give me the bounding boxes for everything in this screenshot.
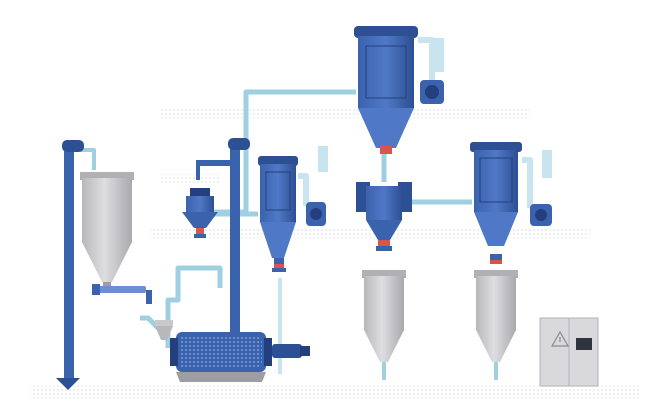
dust-collector-left [258, 156, 298, 272]
feed-silo [80, 172, 134, 290]
screw-conveyor [92, 284, 152, 304]
ball-mill [170, 332, 310, 382]
pipe-right-collector-outlet [522, 157, 533, 208]
hmi-screen [576, 338, 592, 350]
dust-collector-right [470, 142, 522, 264]
platform-bands [30, 108, 640, 398]
dust-collector-top [354, 26, 418, 154]
product-silo-center [362, 270, 406, 362]
cyclone-center [356, 182, 412, 251]
pipe-network [80, 37, 533, 380]
bucket-elevator-left [56, 140, 84, 390]
pipe-mill-to-elevator [165, 265, 223, 348]
fan-top [420, 38, 444, 104]
pipe-left-collector-outlet [298, 173, 309, 206]
pipe-left-elevator-top [80, 148, 96, 170]
mill-feed-hopper [155, 320, 173, 340]
warning-icon [550, 330, 570, 347]
control-cabinet [539, 317, 599, 387]
pipe-top-collector-outlet [418, 37, 435, 82]
fan-right [530, 150, 552, 226]
fan-left [306, 146, 328, 226]
classifier [182, 188, 218, 238]
product-silo-right [474, 270, 518, 362]
